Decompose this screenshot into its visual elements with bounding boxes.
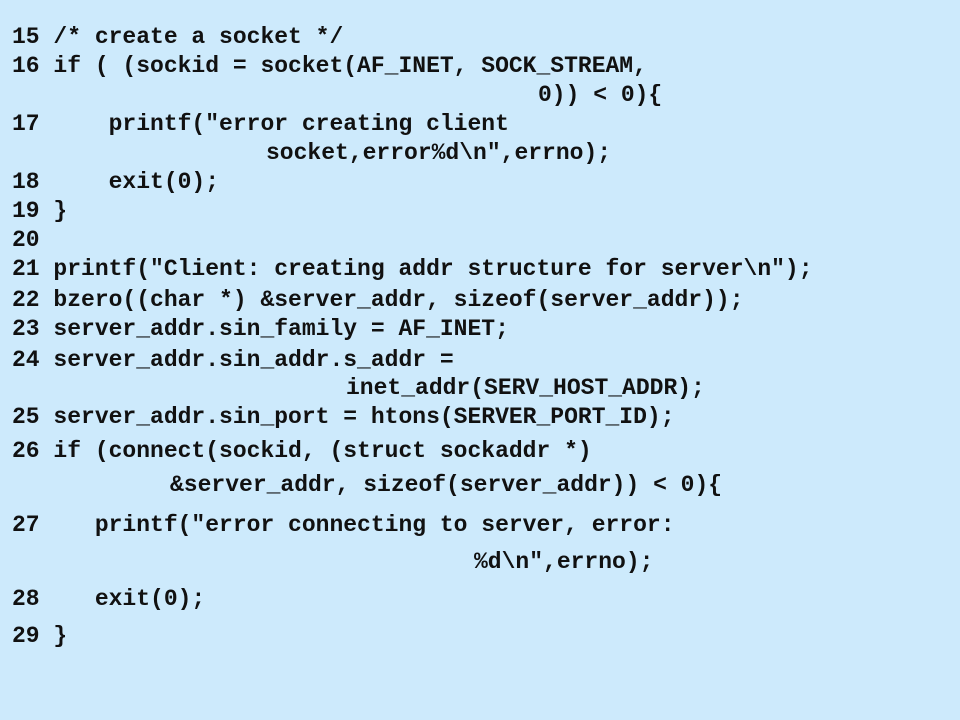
code-line-15: 15 /* create a socket */ [12,24,344,50]
code-line-22: 22 bzero((char *) &server_addr, sizeof(s… [12,287,744,313]
code-line-24-continued: inet_addr(SERV_HOST_ADDR); [346,375,705,401]
code-line-27-continued: %d\n",errno); [474,549,654,575]
code-line-17: 17 printf("error creating client [12,111,509,137]
code-line-18: 18 exit(0); [12,169,220,195]
code-line-20: 20 [12,227,40,253]
code-line-16: 16 if ( (sockid = socket(AF_INET, SOCK_S… [12,53,647,79]
code-line-25: 25 server_addr.sin_port = htons(SERVER_P… [12,404,675,430]
code-line-21: 21 printf("Client: creating addr structu… [12,256,813,282]
code-line-26-continued: &server_addr, sizeof(server_addr)) < 0){ [170,472,723,498]
code-line-19: 19 } [12,198,68,224]
code-line-23: 23 server_addr.sin_family = AF_INET; [12,316,509,342]
code-line-24: 24 server_addr.sin_addr.s_addr = [12,347,454,373]
code-line-28: 28 exit(0); [12,586,206,612]
code-line-26: 26 if (connect(sockid, (struct sockaddr … [12,438,592,464]
code-line-29: 29 } [12,623,68,649]
code-line-16-continued: 0)) < 0){ [538,82,663,108]
code-line-27: 27 printf("error connecting to server, e… [12,512,675,538]
code-line-17-continued: socket,error%d\n",errno); [266,140,612,166]
